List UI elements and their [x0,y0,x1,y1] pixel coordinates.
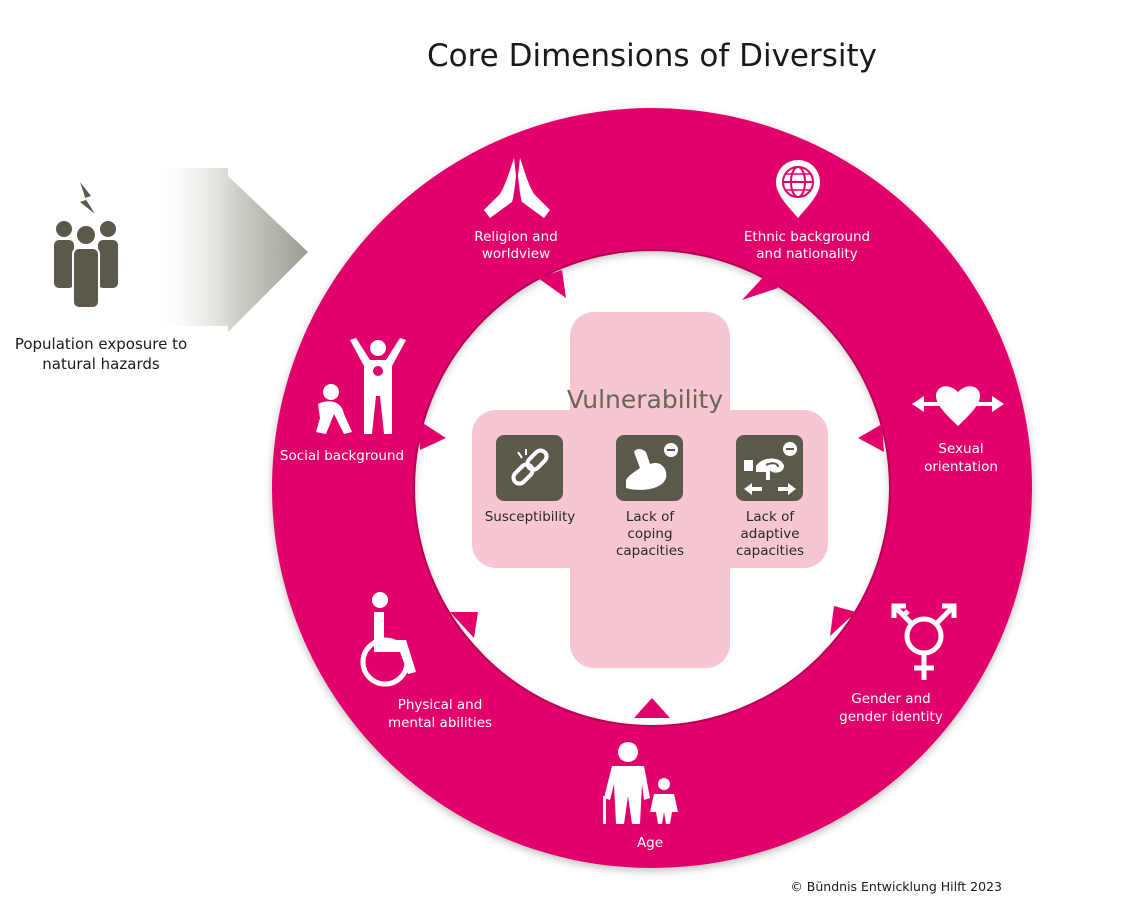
globe-pin-icon [776,160,820,218]
coping-label-line1: Lack of [626,509,676,525]
sexual-label-line2: orientation [924,459,998,475]
exposure-label-line2: natural hazards [42,355,160,373]
wheelchair-icon [360,592,416,687]
broken-chain-icon [496,435,563,501]
people-social-icon [316,338,406,434]
arrow-religion [538,270,566,298]
sexual-label-line1: Sexual [938,441,983,457]
religion-label-line1: Religion and [474,229,557,245]
adaptive-label-line2: adaptive [740,526,799,542]
arrow-social [418,420,446,450]
coping-label-line2: coping [627,526,672,542]
social-label: Social background [280,448,404,464]
arrow-ethnic [742,272,778,300]
gender-label-line2: gender identity [839,709,943,725]
diversity-ring [272,108,1032,868]
hand-and-arrows-icon [736,435,803,501]
adaptive-label-line3: capacities [736,543,804,559]
population-hazard-icon [54,182,118,309]
gender-label-line1: Gender and [851,691,930,707]
arrow-gender [830,606,856,636]
gender-symbol-icon [891,603,957,680]
arrow-sexual [858,424,884,452]
physical-label-line1: Physical and [398,697,483,713]
copyright-notice: © Bündnis Entwicklung Hilft 2023 [790,879,1002,894]
religion-label-line2: worldview [482,246,550,262]
page-title: Core Dimensions of Diversity [427,38,877,74]
ethnic-label-line2: and nationality [756,246,857,262]
flexed-arm-icon [616,435,683,501]
physical-label-line2: mental abilities [388,715,492,731]
exposure-label-line1: Population exposure to [15,335,187,353]
arrow-physical [450,612,478,638]
coping-label-line3: capacities [616,543,684,559]
vulnerability-title: Vulnerability [567,385,724,414]
susceptibility-label: Susceptibility [485,509,576,525]
exposure-arrow [150,168,308,332]
elder-and-child-icon [603,742,678,824]
ethnic-label-line1: Ethnic background [744,229,870,245]
praying-hands-icon [484,158,550,218]
age-label: Age [637,835,663,851]
inward-arrows [418,270,884,718]
heart-arrows-icon [912,386,1004,426]
adaptive-label-line1: Lack of [746,509,796,525]
arrow-age [634,698,670,718]
